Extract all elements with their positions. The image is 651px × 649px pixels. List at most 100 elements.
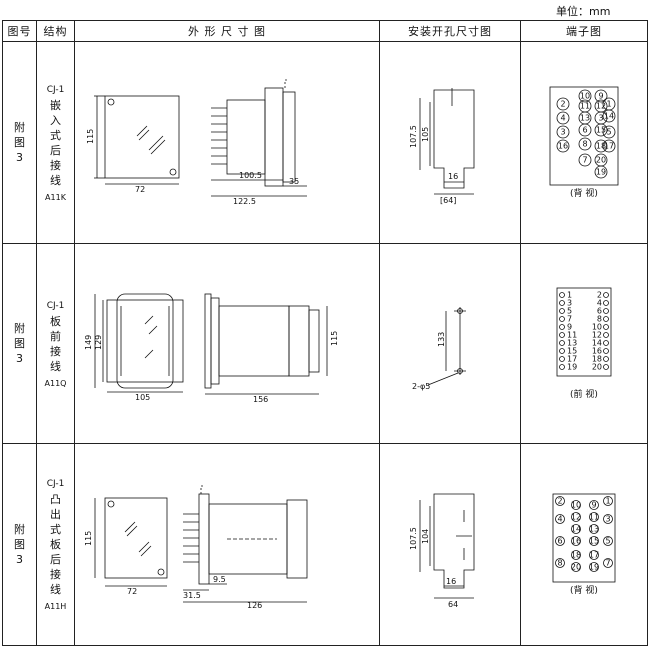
terminal-number: 18	[571, 551, 581, 560]
structure-char: 线	[50, 583, 61, 596]
terminal-pin	[589, 536, 599, 546]
terminal-number: 14	[571, 525, 581, 534]
header-terminal: 端子图	[520, 20, 648, 42]
terminal-number: 12	[571, 513, 581, 522]
terminal-pin	[603, 514, 613, 524]
terminal-pin	[603, 348, 609, 354]
mounting-drawing-a11h: 107.5 104 16 64	[379, 443, 521, 646]
header-mounting: 安装开孔尺寸图	[379, 20, 521, 42]
terminal-pin	[559, 316, 565, 322]
terminal-number: 15	[567, 347, 577, 356]
terminal-pin	[603, 356, 609, 362]
structure-cell: CJ-1 板 前 接 线 A11Q	[36, 243, 75, 444]
terminal-number: 10	[592, 323, 602, 332]
dim-width: 72	[135, 185, 145, 194]
dim-height: 115	[86, 128, 95, 143]
terminal-number: 6	[597, 307, 602, 316]
dim-panel: 35	[289, 177, 299, 186]
structure-char: 线	[50, 359, 61, 373]
terminal-number: 9	[598, 92, 603, 101]
terminal-pin	[603, 316, 609, 322]
terminal-number: 2	[560, 100, 565, 109]
terminal-number: 5	[567, 307, 572, 316]
terminal-pin	[556, 125, 570, 139]
terminal-number: 20	[571, 563, 581, 572]
terminal-pin	[571, 500, 581, 510]
terminal-pin	[578, 153, 592, 167]
outline-drawing-a11q: 149 129 105 115 156	[74, 243, 380, 444]
dim-depth: 156	[253, 395, 268, 404]
terminal-caption: (背 视)	[570, 586, 598, 596]
fig-label-cell: 附 图 3	[2, 243, 37, 444]
terminal-pin	[603, 558, 613, 568]
terminal-frame	[556, 287, 612, 377]
header-outline: 外 形 尺 寸 图	[74, 20, 380, 42]
terminal-number: 18	[596, 142, 606, 151]
terminal-number: 3	[567, 299, 572, 308]
terminal-pin	[602, 109, 616, 123]
mounting-drawing-a11q: 133 2-φ5	[379, 243, 521, 444]
terminal-pin	[589, 562, 599, 572]
terminal-pin	[559, 324, 565, 330]
terminal-number: 1	[567, 291, 572, 300]
fig-label-char: 3	[16, 352, 23, 365]
terminal-number: 7	[567, 315, 572, 324]
dim-width: 72	[127, 587, 137, 596]
terminal-pin	[602, 139, 616, 153]
terminal-pin	[603, 364, 609, 370]
terminal-number: 1	[605, 497, 610, 506]
code-label: A11Q	[44, 378, 67, 388]
structure-char: 接	[50, 158, 61, 172]
terminal-number: 11	[580, 102, 590, 111]
dim-panel: 115	[330, 330, 339, 345]
terminal-number: 16	[592, 347, 602, 356]
row-a11h: 附 图 3 CJ-1 凸 出 式 板 后 接 线 A11H	[2, 443, 648, 646]
fig-label-char: 3	[16, 553, 23, 566]
terminal-number: 16	[558, 142, 568, 151]
mount-dim-h2: 104	[421, 528, 430, 543]
terminal-pin	[589, 512, 599, 522]
structure-char: 嵌	[50, 98, 61, 112]
terminal-number: 5	[606, 128, 611, 137]
terminal-pin	[603, 308, 609, 314]
fig-label-char: 附	[14, 523, 25, 536]
terminal-pin	[559, 364, 565, 370]
terminal-number: 17	[567, 355, 577, 364]
header-row: 图号 结构 外 形 尺 寸 图 安装开孔尺寸图 端子图	[2, 20, 648, 42]
terminal-number: 3	[598, 114, 603, 123]
row-a11q: 附 图 3 CJ-1 板 前 接 线 A11Q 149	[2, 243, 648, 444]
terminal-number: 8	[597, 315, 602, 324]
terminal-pin	[594, 165, 608, 179]
terminal-pin	[603, 332, 609, 338]
fig-label-char: 附	[14, 121, 25, 134]
terminal-number: 14	[592, 339, 602, 348]
terminal-pin	[589, 524, 599, 534]
terminal-caption: (前 视)	[570, 390, 598, 400]
structure-char: 出	[50, 508, 61, 521]
terminal-pin	[603, 536, 613, 546]
terminal-pin	[594, 139, 608, 153]
terminal-number: 15	[589, 537, 599, 546]
row-a11k: 附 图 3 CJ-1 嵌 入 式 后 接 线 A11K	[2, 41, 648, 244]
terminal-pin	[571, 512, 581, 522]
terminal-number: 8	[582, 140, 587, 149]
terminal-number: 4	[560, 114, 565, 123]
fig-label-char: 图	[14, 337, 25, 350]
fig-label-char: 图	[14, 538, 25, 551]
outline-drawing-a11k: 115 72 100.5 35 122.5	[74, 41, 380, 244]
dimension-table: 图号 结构 外 形 尺 寸 图 安装开孔尺寸图 端子图 附 图 3 CJ-1 嵌…	[2, 20, 648, 646]
terminal-number: 3	[560, 128, 565, 137]
structure-char: 入	[50, 113, 61, 127]
terminal-number: 10	[571, 501, 581, 510]
terminal-pin	[603, 292, 609, 298]
dim-h1: 149	[84, 334, 93, 349]
dim-width: 105	[135, 393, 150, 402]
terminal-pin	[559, 348, 565, 354]
structure-char: 后	[50, 553, 61, 566]
dim-gap: 9.5	[213, 575, 226, 584]
header-structure: 结构	[36, 20, 75, 42]
mounting-drawing-a11k: 107.5 105 16 [64]	[379, 41, 521, 244]
dim-depth: 126	[247, 601, 262, 610]
